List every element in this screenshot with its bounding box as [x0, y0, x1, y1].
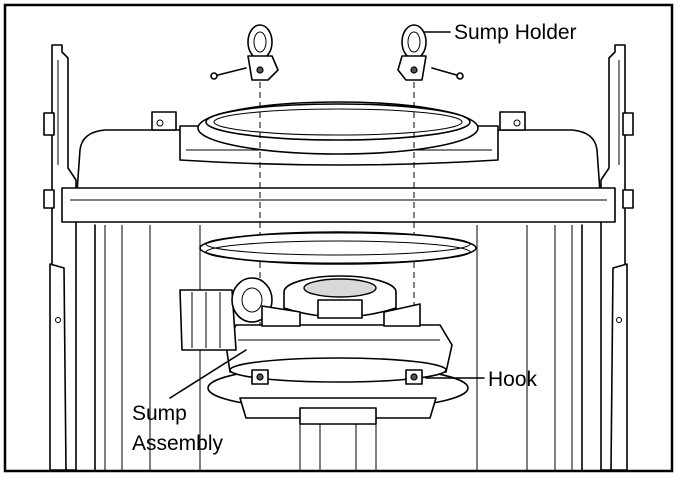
- gasket-ring: [199, 231, 477, 265]
- tub-cover: [61, 111, 616, 223]
- sump-holder-right: [397, 24, 464, 81]
- label-sump-assembly-line1: Sump: [132, 402, 187, 425]
- cover-ring: [197, 101, 479, 155]
- label-sump-holder: Sump Holder: [454, 21, 577, 44]
- sump-assembly: [179, 275, 469, 425]
- label-hook: Hook: [488, 368, 538, 391]
- label-sump-assembly-line2: Assembly: [132, 432, 224, 455]
- left-side-rail: [43, 44, 77, 471]
- right-side-rail: [600, 44, 634, 471]
- sump-holder-left: [210, 24, 279, 81]
- leader-sump-assembly: [169, 349, 247, 399]
